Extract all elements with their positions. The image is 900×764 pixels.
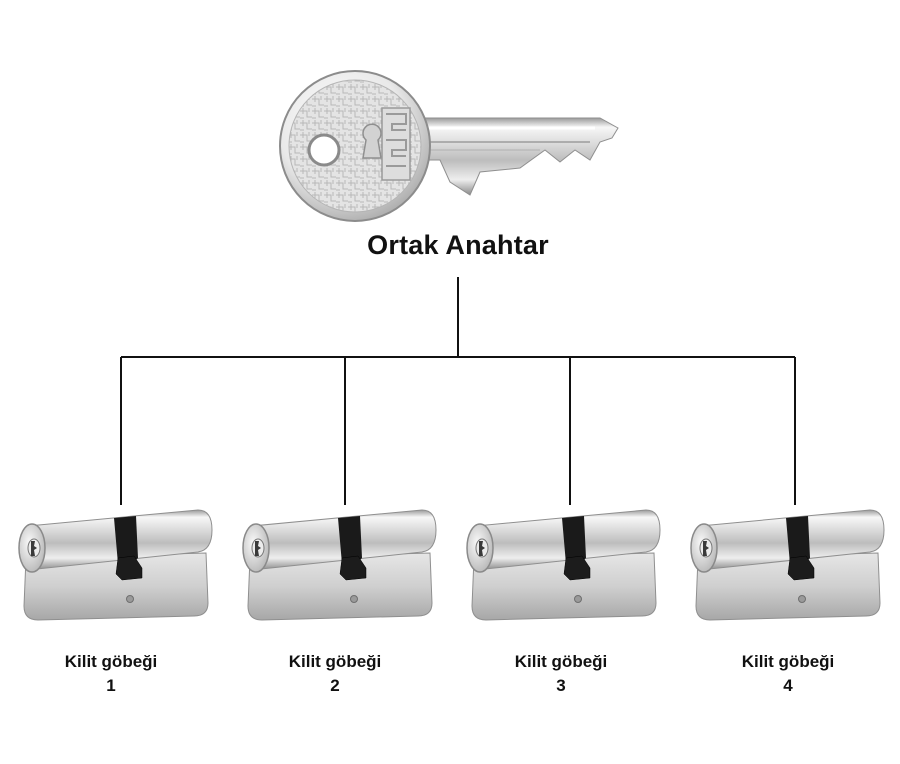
cylinder-name: Kilit göbeği — [741, 652, 835, 671]
key-icon — [279, 70, 619, 222]
cylinder-label-4: Kilit göbeği 4 — [698, 650, 878, 698]
connector-lines — [120, 277, 796, 505]
lock-cylinder-icon — [18, 509, 213, 621]
cylinder-label-3: Kilit göbeği 3 — [471, 650, 651, 698]
cylinder-label-2: Kilit göbeği 2 — [245, 650, 425, 698]
cylinder-number: 3 — [556, 676, 566, 695]
cylinder-number: 4 — [783, 676, 793, 695]
cylinder-name: Kilit göbeği — [64, 652, 158, 671]
cylinder-number: 2 — [330, 676, 340, 695]
lock-cylinder-icon — [242, 509, 437, 621]
cylinder-name: Kilit göbeği — [288, 652, 382, 671]
lock-cylinder-icon — [690, 509, 885, 621]
lock-cylinder-icon — [466, 509, 661, 621]
cylinder-number: 1 — [106, 676, 116, 695]
cylinder-name: Kilit göbeği — [514, 652, 608, 671]
cylinder-label-1: Kilit göbeği 1 — [21, 650, 201, 698]
master-key-label: Ortak Anahtar — [367, 230, 549, 260]
brand-logo — [381, 107, 411, 181]
